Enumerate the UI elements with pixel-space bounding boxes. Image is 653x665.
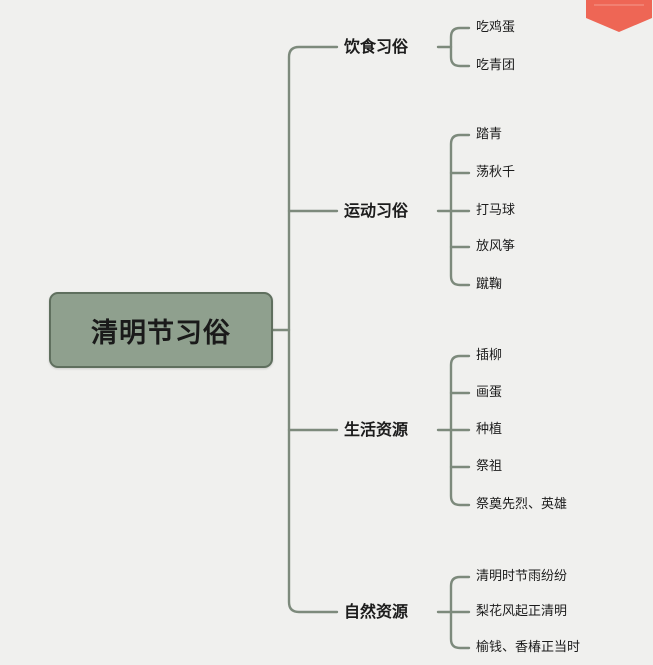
leaf-topic[interactable]: 梨花风起正清明: [476, 604, 568, 619]
leaf-topic[interactable]: 插柳: [476, 348, 503, 363]
leaf-topic[interactable]: 打马球: [476, 203, 516, 218]
root-topic[interactable]: 清明节习俗: [49, 292, 273, 368]
leaf-topic[interactable]: 吃青团: [476, 58, 516, 73]
branch-topic-nature[interactable]: 自然资源: [344, 602, 409, 621]
branch-topic-sports[interactable]: 运动习俗: [344, 201, 409, 220]
leaf-topic[interactable]: 放风筝: [476, 239, 516, 254]
branch-topic-diet[interactable]: 饮食习俗: [344, 37, 409, 56]
leaf-topic[interactable]: 榆钱、香椿正当时: [476, 640, 581, 655]
branch-topic-life[interactable]: 生活资源: [344, 420, 409, 439]
leaf-topic[interactable]: 种植: [476, 422, 503, 437]
leaf-topic[interactable]: 蹴鞠: [476, 277, 503, 292]
leaf-topic[interactable]: 荡秋千: [476, 165, 516, 180]
main-trunk: [287, 45, 339, 614]
leaf-topic[interactable]: 画蛋: [476, 385, 503, 400]
leaf-trunk-1: [449, 26, 471, 68]
leaf-topic[interactable]: 清明时节雨纷纷: [476, 569, 568, 584]
leaf-topic[interactable]: 祭祖: [476, 459, 503, 474]
leaf-topic[interactable]: 祭奠先烈、英雄: [476, 497, 568, 512]
leaf-topic[interactable]: 吃鸡蛋: [476, 20, 516, 35]
leaf-topic[interactable]: 踏青: [476, 127, 503, 142]
root-topic-label: 清明节习俗: [91, 317, 231, 349]
red-pennant-badge-icon: [586, 0, 652, 32]
